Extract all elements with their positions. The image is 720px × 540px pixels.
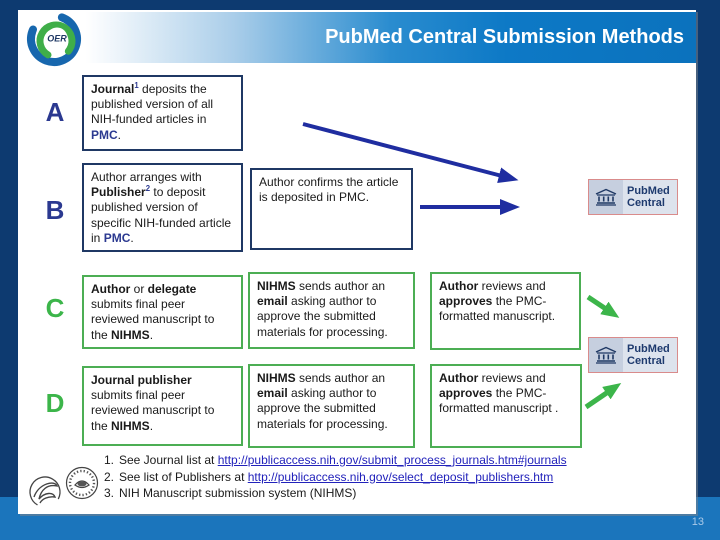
box-c-nihms-email: NIHMS sends author an email asking autho… (248, 272, 415, 349)
box-d-nihms-email-text: NIHMS sends author an email asking autho… (257, 371, 388, 431)
pmc-logo-line2: Central (627, 197, 665, 209)
box-d-publisher-submits: Journal publisher submits final peer rev… (82, 366, 243, 446)
footnote-2: 2. See list of Publishers at http://publ… (104, 470, 567, 484)
row-label-c: C (45, 293, 65, 323)
pmc-logo-line2: Central (627, 355, 665, 367)
footnote-1-number: 1. (104, 453, 115, 467)
box-b-author-confirms: Author confirms the article is deposited… (250, 168, 413, 250)
row-label-a: A (45, 97, 65, 127)
oer-logo-icon: OER (27, 12, 81, 66)
footnote-2-number: 2. (104, 469, 115, 484)
footnote-2-text: See list of Publishers at http://publica… (119, 469, 554, 484)
pmc-logo-line1: PubMed (627, 184, 670, 197)
box-b-author-arranges-text: Author arranges with Publisher2 to depos… (91, 170, 232, 245)
box-c-author-approves: Author reviews and approves the PMC-form… (430, 272, 581, 350)
box-c-nihms-email-text: NIHMS sends author an email asking autho… (257, 279, 388, 339)
box-c-author-approves-text: Author reviews and approves the PMC-form… (439, 279, 556, 324)
pmc-building-icon (589, 180, 623, 214)
box-d-publisher-submits-text: Journal publisher submits final peer rev… (91, 373, 215, 433)
footnote-3: 3. NIH Manuscript submission system (NIH… (104, 486, 567, 500)
box-d-author-approves: Author reviews and approves the PMC-form… (430, 364, 582, 448)
oer-logo-label: OER (47, 34, 67, 44)
box-b-author-arranges: Author arranges with Publisher2 to depos… (82, 163, 243, 252)
pubmed-central-logo-top: PubMed Central (588, 179, 678, 215)
footnote-3-text: NIH Manuscript submission system (NIHMS) (119, 486, 357, 500)
row-label-d: D (45, 388, 65, 418)
footnote-2-link[interactable]: http://publicaccess.nih.gov/select_depos… (247, 469, 554, 484)
nih-seal-icon (65, 466, 99, 500)
box-a-journal-deposits: Journal1 deposits the published version … (82, 75, 243, 151)
box-c-author-submits-text: Author or delegate submits final peer re… (91, 282, 215, 342)
box-a-journal-deposits-text: Journal1 deposits the published version … (91, 81, 214, 142)
box-d-author-approves-text: Author reviews and approves the PMC-form… (439, 371, 559, 416)
row-label-b: B (45, 195, 65, 225)
box-c-author-submits: Author or delegate submits final peer re… (82, 275, 243, 349)
footnote-1: 1. See Journal list at http://publicacce… (104, 453, 567, 467)
footnote-1-link[interactable]: http://publicaccess.nih.gov/submit_proce… (217, 453, 567, 467)
hhs-logo-icon (29, 476, 61, 508)
page-number: 13 (691, 516, 704, 528)
footnotes: 1. See Journal list at http://publicacce… (104, 453, 567, 503)
footnote-3-number: 3. (104, 486, 115, 500)
footnote-1-text: See Journal list at http://publicaccess.… (119, 453, 567, 467)
pubmed-central-logo-bottom: PubMed Central (588, 337, 678, 373)
pmc-building-icon (589, 338, 623, 372)
footer-logos (26, 464, 100, 510)
page-title: PubMed Central Submission Methods (325, 26, 684, 48)
box-b-author-confirms-text: Author confirms the article is deposited… (259, 175, 399, 205)
header-band: PubMed Central Submission Methods (18, 12, 696, 63)
box-d-nihms-email: NIHMS sends author an email asking autho… (248, 364, 415, 448)
pmc-logo-line1: PubMed (627, 342, 670, 355)
